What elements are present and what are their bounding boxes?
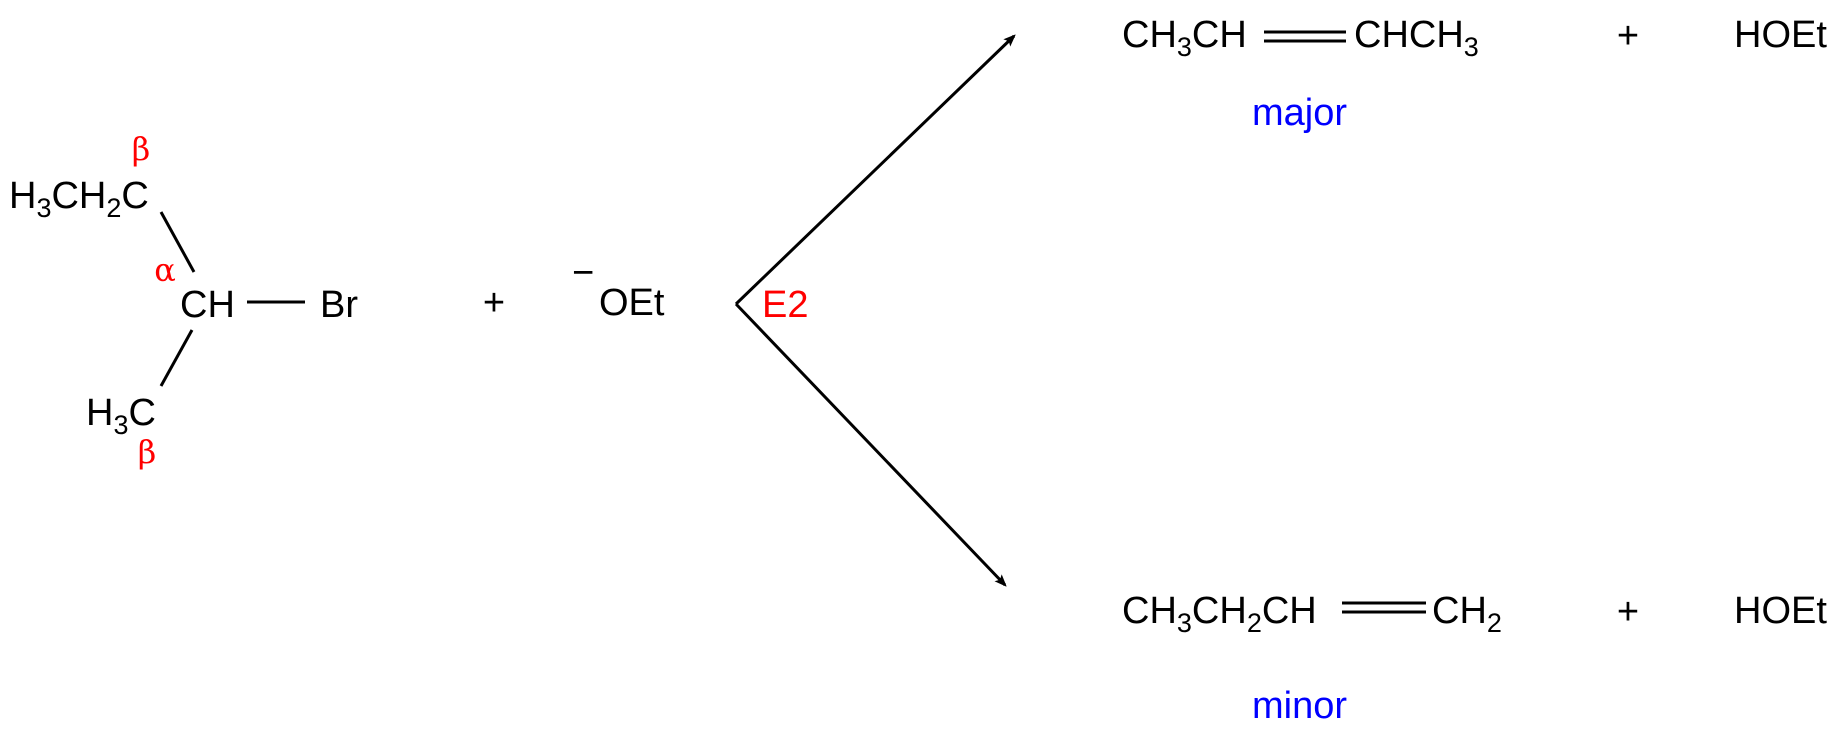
alpha-label: α bbox=[154, 251, 176, 289]
arrow-to-minor bbox=[734, 302, 1005, 585]
minor-product-right: CH2 bbox=[1432, 590, 1502, 638]
beta-label-top: β bbox=[132, 130, 151, 168]
beta-label-bottom: β bbox=[138, 433, 157, 471]
major-product-right: CHCH3 bbox=[1354, 14, 1479, 62]
plus-sign-minor: + bbox=[1617, 591, 1639, 633]
plus-sign-major: + bbox=[1617, 15, 1639, 57]
major-label: major bbox=[1252, 92, 1347, 134]
plus-sign-reactants: + bbox=[483, 282, 505, 324]
alpha-carbon: CH bbox=[180, 284, 235, 326]
mechanism-label: E2 bbox=[762, 284, 808, 326]
bond-ethyl-ch bbox=[159, 211, 196, 273]
ethyl-c: C bbox=[121, 175, 148, 217]
ethyl-group: H3CH2C bbox=[9, 175, 149, 223]
methyl-sub-3: 3 bbox=[113, 410, 128, 440]
ethyl-sub-2: 2 bbox=[106, 193, 121, 223]
bond-ch-methyl bbox=[159, 329, 194, 387]
methyl-group: H3C bbox=[86, 392, 156, 440]
ethyl-sub-3: 3 bbox=[36, 193, 51, 223]
methyl-h: H bbox=[86, 392, 113, 434]
minor-product-left: CH3CH2CH bbox=[1122, 590, 1317, 638]
arrow-to-major bbox=[734, 36, 1014, 306]
minor-label: minor bbox=[1252, 685, 1347, 727]
methyl-c: C bbox=[128, 392, 155, 434]
bromine: Br bbox=[320, 284, 358, 326]
minor-byproduct: HOEt bbox=[1734, 590, 1827, 632]
ethyl-ch: CH bbox=[51, 175, 106, 217]
major-product-left: CH3CH bbox=[1122, 14, 1247, 62]
negative-charge: − bbox=[572, 252, 594, 294]
ethoxide: OEt bbox=[599, 282, 665, 324]
major-byproduct: HOEt bbox=[1734, 14, 1827, 56]
ethyl-h: H bbox=[9, 175, 36, 217]
